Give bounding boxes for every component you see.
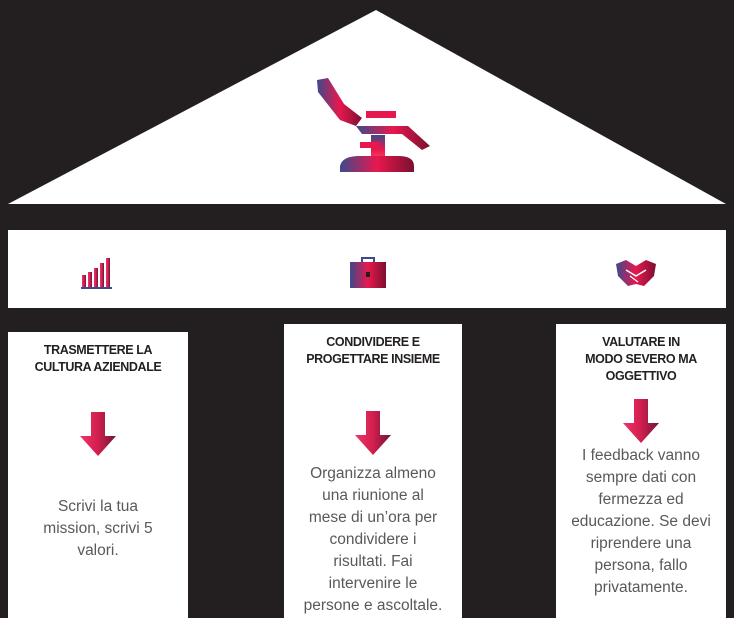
pillar-3-body-line: fermezza ed bbox=[598, 491, 684, 508]
pillar-1-title-line: CULTURA AZIENDALE bbox=[34, 360, 162, 374]
pillar-3-body-line: educazione. Se devi bbox=[571, 513, 711, 530]
pillar-3-title-line: VALUTARE IN bbox=[602, 335, 680, 349]
icon-band bbox=[8, 230, 726, 308]
pillar-2-body-line: una riunione al bbox=[322, 487, 424, 504]
pillar-2-body: Organizza almeno una riunione al mese di… bbox=[284, 463, 462, 617]
down-arrow-icon bbox=[355, 411, 391, 455]
pillar-3: VALUTARE IN MODO SEVERO MA OGGETTIVO I f… bbox=[556, 324, 726, 618]
pillar-2-body-line: intervenire le bbox=[328, 575, 418, 592]
pillar-3-body-line: I feedback vanno bbox=[581, 447, 701, 464]
pillar-1: TRASMETTERE LA CULTURA AZIENDALE Scrivi … bbox=[8, 332, 188, 618]
pillar-3-body-line: persona, fallo bbox=[594, 557, 688, 574]
down-arrow-icon bbox=[80, 412, 116, 456]
handshake-icon bbox=[616, 260, 656, 286]
pillar-3-body-line: riprendere una bbox=[590, 535, 692, 552]
pillar-2-title: CONDIVIDERE E PROGETTARE INSIEME bbox=[284, 324, 462, 368]
dental-chair-icon bbox=[317, 78, 430, 172]
pillar-2-body-line: risultati. Fai bbox=[333, 553, 413, 570]
pillar-1-title-line: TRASMETTERE LA bbox=[43, 343, 153, 357]
pillar-2-title-line: CONDIVIDERE E bbox=[326, 335, 420, 349]
pillar-2-title-line: PROGETTARE INSIEME bbox=[306, 352, 440, 366]
pillar-1-body-line: valori. bbox=[77, 542, 119, 559]
pillar-2: CONDIVIDERE E PROGETTARE INSIEME Organiz… bbox=[284, 324, 462, 618]
pillar-1-title: TRASMETTERE LA CULTURA AZIENDALE bbox=[8, 332, 188, 376]
pillar-3-body-line: privatamente. bbox=[594, 579, 688, 596]
pillar-2-body-line: mese di un’ora per bbox=[308, 509, 438, 526]
pillar-3-body-line: sempre dati con bbox=[585, 469, 697, 486]
pillar-1-body: Scrivi la tua mission, scrivi 5 valori. bbox=[8, 496, 188, 562]
pillar-2-body-line: persone e ascoltale. bbox=[303, 597, 443, 614]
roof-triangle bbox=[8, 10, 726, 204]
down-arrow-icon bbox=[623, 399, 659, 443]
pillar-3-body: I feedback vanno sempre dati con fermezz… bbox=[556, 445, 726, 599]
pillar-3-title-line: MODO SEVERO MA bbox=[585, 352, 697, 366]
pillar-3-title-line: OGGETTIVO bbox=[605, 369, 677, 383]
bar-chart-icon bbox=[81, 258, 112, 289]
pillar-2-body-line: Organizza almeno bbox=[310, 465, 436, 482]
pillar-3-title: VALUTARE IN MODO SEVERO MA OGGETTIVO bbox=[556, 324, 726, 385]
briefcase-icon bbox=[350, 257, 386, 288]
pillar-1-body-line: mission, scrivi 5 bbox=[43, 520, 153, 537]
pillar-2-body-line: condividere i bbox=[329, 531, 417, 548]
pillar-1-body-line: Scrivi la tua bbox=[57, 498, 139, 515]
